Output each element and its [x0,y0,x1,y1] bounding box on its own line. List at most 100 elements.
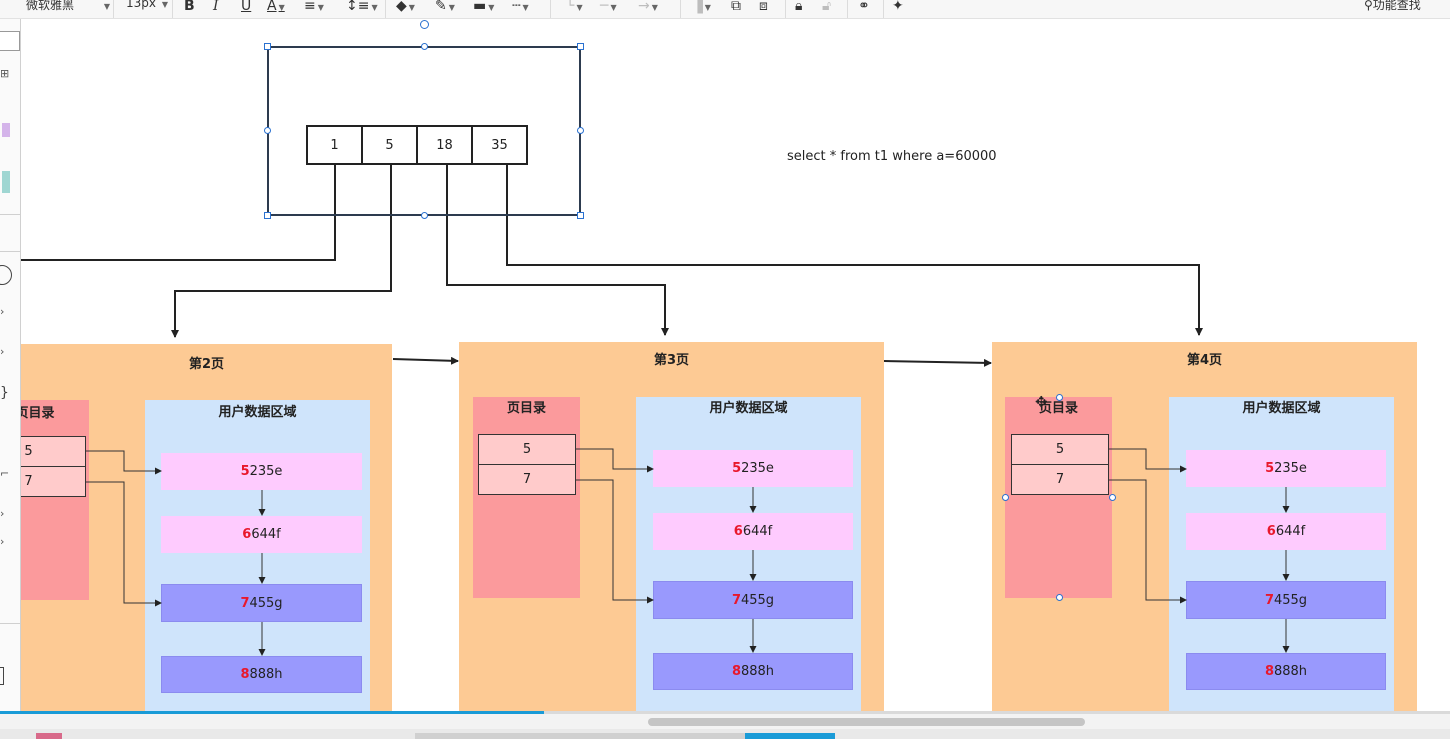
feature-search-button[interactable]: ⚲功能查找 [1364,0,1421,13]
page-directory[interactable]: 页目录 [21,400,89,600]
line-color-icon[interactable]: ✎▼ [435,0,455,14]
directory-slot[interactable]: 7 [21,466,86,497]
index-key-row: 1 5 18 35 [306,125,528,165]
arrow-shape-icon[interactable]: › [0,535,5,548]
resize-handle[interactable] [264,43,271,50]
directory-title: 页目录 [506,401,546,416]
magic-wand-icon[interactable]: ✦ [892,0,904,14]
toolbar: 微软雅黑 ▼ 13px ▼ B I U A▼ ≡▼ ↕≡▼ ◆▼ ✎▼ ▬▼ ┄… [0,0,1450,19]
page-link-2-3 [392,356,459,365]
arrow-shape-icon[interactable]: › [0,305,5,318]
resize-handle[interactable] [421,43,428,50]
arrow-style-icon[interactable]: →▼ [638,0,658,14]
index-key-cell[interactable]: 1 [306,125,363,165]
line-type-icon[interactable]: ─▼ [600,0,617,14]
send-backward-icon[interactable]: ⧈ [759,0,768,14]
active-page-tab[interactable] [745,733,835,739]
rect-shape-icon[interactable] [0,667,4,685]
unlock-icon[interactable]: 🔓︎ [822,0,832,14]
rotate-handle[interactable] [420,20,429,29]
font-color-icon[interactable]: A▼ [267,0,285,14]
directory-slot[interactable]: 5 [21,436,86,467]
index-key-cell[interactable]: 5 [361,125,418,165]
directory-slot[interactable]: 5 [1011,434,1109,465]
horizontal-scrollbar[interactable] [0,711,1450,729]
arrow-shape-icon[interactable]: › [0,345,5,358]
connector-shape-icon[interactable]: ⌐ [0,467,10,480]
fill-color-icon[interactable]: ◆▼ [396,0,415,14]
font-size-select[interactable]: 13px ▼ [126,0,168,10]
toolbar-divider [847,0,848,18]
feature-search-label: 功能查找 [1372,0,1421,12]
shape-swatch[interactable] [2,171,10,193]
italic-icon[interactable]: I [213,0,219,14]
font-family-value: 微软雅黑 [26,0,75,12]
index-key-cell[interactable]: 18 [416,125,473,165]
page-tab[interactable] [415,733,745,739]
directory-slot[interactable]: 7 [1011,464,1109,495]
sidebar-search-box[interactable] [0,31,20,51]
line-style-icon[interactable]: ▬▼ [473,0,495,14]
dash-style-icon[interactable]: ┄▼ [512,0,529,14]
circle-shape-icon[interactable] [0,265,12,285]
arrow-shape-icon[interactable]: › [0,507,5,520]
toolbar-divider [883,0,884,18]
sidebar-divider [0,251,20,252]
bring-forward-icon[interactable]: ⧉ [731,0,741,14]
directory-slot[interactable]: 5 [478,434,576,465]
lock-icon[interactable]: 🔒︎ [795,0,803,14]
move-cursor-icon: ✥ [1035,393,1048,411]
query-text[interactable]: select * from t1 where a=60000 [787,149,997,164]
resize-handle[interactable] [1002,494,1009,501]
toolbar-divider [785,0,786,18]
resize-handle[interactable] [577,127,584,134]
brace-shape-icon[interactable]: } [0,385,9,401]
bold-icon[interactable]: B [184,0,195,14]
connector-icon[interactable]: └▼ [566,0,583,14]
resize-handle[interactable] [577,43,584,50]
shape-swatch[interactable] [2,123,10,137]
link-icon[interactable]: ⚭ [858,0,870,14]
page-directory[interactable]: 页目录 [473,397,580,598]
font-size-value: 13px [126,0,156,10]
line-spacing-icon[interactable]: ↕≡▼ [346,0,378,14]
underline-icon[interactable]: U [241,0,252,14]
data-area-title: 用户数据区域 [1242,401,1321,416]
resize-handle[interactable] [1109,494,1116,501]
index-key-cell[interactable]: 35 [471,125,528,165]
toolbar-divider [550,0,551,18]
resize-handle[interactable] [264,212,271,219]
sidebar-item[interactable]: ⊞ [0,67,10,80]
directory-title: 页目录 [1038,401,1078,416]
align-objects-icon[interactable]: ▐▼ [692,0,711,14]
resize-handle[interactable] [577,212,584,219]
font-family-select[interactable]: 微软雅黑 ▼ [26,0,110,13]
video-progress-track[interactable] [0,711,1450,714]
page-tab-thumbnail[interactable] [36,733,62,739]
diagram-canvas[interactable]: 1 5 18 35 select * from t1 where a=60000… [21,19,1450,711]
resize-handle[interactable] [264,127,271,134]
resize-handle[interactable] [1056,594,1063,601]
resize-handle[interactable] [1056,394,1063,401]
directory-slot[interactable]: 7 [478,464,576,495]
page-directory[interactable]: 页目录 [1005,397,1112,598]
scrollbar-thumb[interactable] [648,718,1085,726]
align-icon[interactable]: ≡▼ [304,0,324,14]
chevron-down-icon: ▼ [103,2,110,11]
resize-handle[interactable] [421,212,428,219]
page-title: 第4页 [1186,353,1223,368]
shape-sidebar: ⊞ › › } ⌐ › › [0,19,21,711]
directory-title: 页目录 [21,406,55,421]
